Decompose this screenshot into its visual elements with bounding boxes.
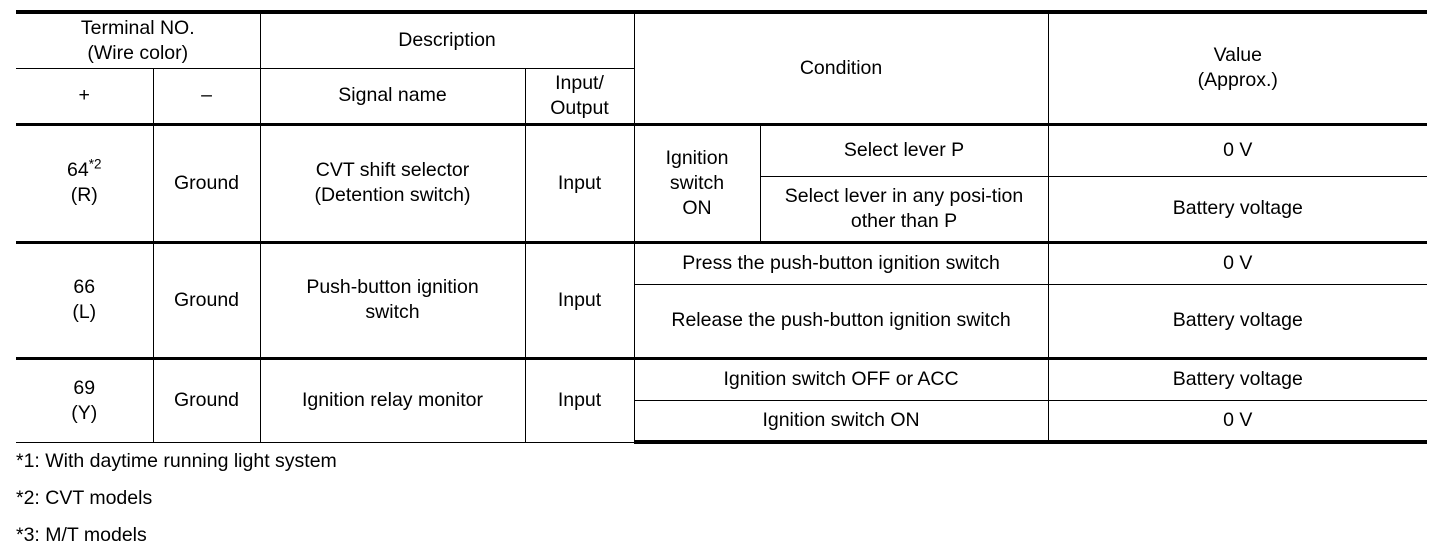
cell-signal-name: Ignition relay monitor bbox=[259, 356, 525, 443]
header-row-bottom: + – Signal name Input/ Output bbox=[16, 67, 1427, 125]
footnote-item: *2: CVT models bbox=[16, 486, 153, 509]
signal-name-line1: Push-button ignition bbox=[306, 276, 479, 299]
table-row: 66 (L) Ground Push-button ignition switc… bbox=[16, 240, 1428, 359]
cell-condition: Ignition switch OFF or ACC bbox=[633, 356, 1049, 401]
terminal-number-footnote: *2 bbox=[88, 156, 102, 172]
cell-ground: Ground bbox=[152, 240, 260, 359]
signal-name-line1: Ignition relay monitor bbox=[301, 389, 483, 412]
table-row: Ignition switch ON 0 V bbox=[16, 399, 1428, 445]
table-row: Select lever in any posi-­tion other tha… bbox=[16, 175, 1428, 243]
terminal-wire-color: (L) bbox=[72, 301, 97, 324]
cell-condition: Release the push-button ignition switch bbox=[633, 283, 1049, 359]
header-signal-name: Signal name bbox=[259, 67, 525, 125]
header-input-output-line1: Input/ bbox=[555, 71, 604, 94]
signal-name-line2: (Detention switch) bbox=[314, 184, 471, 207]
cell-condition: Select lever in any posi-­tion other tha… bbox=[759, 175, 1049, 243]
terminal-wire-color: (R) bbox=[70, 184, 98, 207]
cell-condition: Ignition switch ON bbox=[633, 399, 1049, 445]
cell-condition-group: Ignition switch ON bbox=[633, 122, 761, 243]
header-input-output-line2: Output bbox=[550, 96, 609, 119]
cell-input-output: Input bbox=[524, 356, 635, 443]
signal-name-line1: CVT shift selector bbox=[315, 159, 470, 182]
header-description: Description bbox=[259, 9, 635, 69]
terminal-wire-color: (Y) bbox=[71, 401, 98, 424]
cell-input-output: Input bbox=[524, 122, 635, 243]
signal-name-line2: switch bbox=[365, 301, 420, 324]
cell-value: 0 V bbox=[1047, 399, 1428, 445]
cell-value: Battery voltage bbox=[1047, 283, 1428, 359]
cell-value: 0 V bbox=[1047, 240, 1428, 285]
table-row: Release the push-button ignition switch … bbox=[16, 283, 1428, 359]
cell-ground: Ground bbox=[152, 122, 260, 243]
header-input-output: Input/ Output bbox=[524, 67, 635, 125]
header-terminal-no: Terminal NO. (Wire color) bbox=[16, 9, 260, 69]
cell-value: Battery voltage bbox=[1047, 356, 1428, 401]
header-value-line2: (Approx.) bbox=[1197, 69, 1278, 92]
cell-value: Battery voltage bbox=[1047, 175, 1428, 243]
cell-value: 0 V bbox=[1047, 122, 1428, 177]
header-terminal-minus: – bbox=[152, 67, 260, 125]
header-condition: Condition bbox=[633, 9, 1049, 125]
cell-signal-name: Push-button ignition switch bbox=[259, 240, 525, 359]
header-value-line1: Value bbox=[1213, 44, 1262, 67]
terminal-layout-table: Terminal NO. (Wire color) Description Co… bbox=[16, 9, 1428, 445]
cell-terminal-number: 64*2 (R) bbox=[16, 122, 153, 243]
cell-ground: Ground bbox=[152, 356, 260, 443]
header-terminal-no-line1: Terminal NO. bbox=[80, 17, 195, 39]
footnote-item: *3: M/T models bbox=[16, 523, 147, 546]
cell-condition: Select lever P bbox=[759, 122, 1049, 177]
cell-terminal-number: 66 (L) bbox=[16, 240, 153, 359]
cell-terminal-number: 69 (Y) bbox=[16, 356, 153, 443]
table-row: 69 (Y) Ground Ignition relay monitor Inp… bbox=[16, 356, 1428, 443]
terminal-number-value: 64 bbox=[67, 159, 89, 182]
header-terminal-no-line2: (Wire color) bbox=[87, 41, 189, 64]
cell-condition: Press the push-button ignition switch bbox=[633, 240, 1049, 285]
header-value: Value (Approx.) bbox=[1047, 9, 1428, 125]
footnote-item: *1: With daytime running light system bbox=[16, 449, 337, 472]
terminal-number-value: 69 bbox=[73, 376, 96, 399]
condition-group-line1: Ignition bbox=[665, 146, 729, 169]
header-terminal-plus: + bbox=[16, 67, 153, 125]
cell-input-output: Input bbox=[524, 240, 635, 359]
header-row-top: Terminal NO. (Wire color) Description Co… bbox=[16, 9, 1428, 125]
table-body: 64*2 (R) Ground CVT shift selector (Dete… bbox=[16, 122, 1428, 445]
table-row: 64*2 (R) Ground CVT shift selector (Dete… bbox=[16, 122, 1428, 243]
condition-group-line2: switch bbox=[669, 171, 725, 194]
cell-signal-name: CVT shift selector (Detention switch) bbox=[259, 122, 525, 243]
condition-group-line3: ON bbox=[682, 196, 712, 219]
footnote-list: *1: With daytime running light system *2… bbox=[16, 443, 1427, 554]
terminal-number-value: 66 bbox=[73, 276, 96, 299]
table-header: Terminal NO. (Wire color) Description Co… bbox=[16, 9, 1428, 125]
